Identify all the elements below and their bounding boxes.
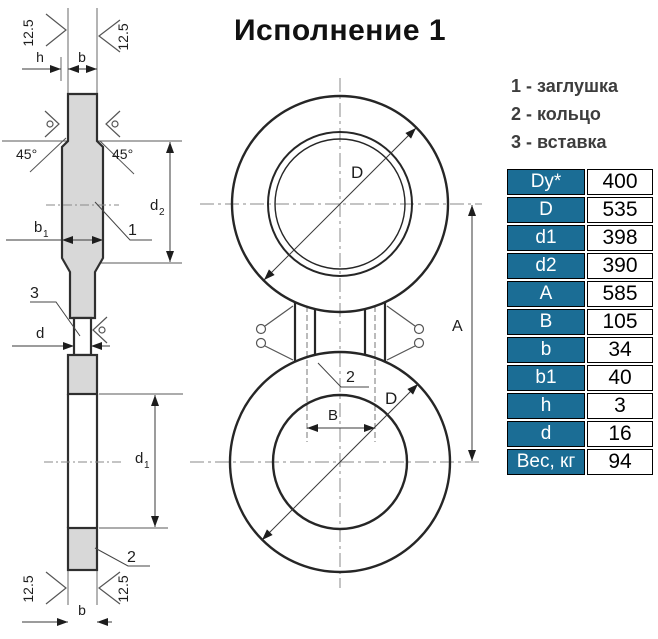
table-row: Dy*400 [507, 169, 653, 195]
side-view: 12.5 12.5 12.5 12.5 h b 45° 45° b 1 1 d … [2, 8, 183, 626]
parts-legend: 1 - заглушка 2 - кольцо 3 - вставка [511, 72, 618, 156]
roughness-circle-mark-icon [92, 316, 108, 344]
roughness-circle-icon [111, 120, 119, 128]
label-roughness-top-right: 12.5 [115, 23, 131, 50]
param-cell: h [507, 393, 585, 419]
ring-top-section [66, 353, 99, 396]
label-part2-side: 2 [127, 549, 136, 566]
chamfer-leader-left [29, 137, 67, 173]
value-cell: 105 [587, 309, 653, 335]
param-cell: A [507, 281, 585, 307]
leader-part2-front [317, 362, 369, 388]
roughness-mark-icon [45, 571, 67, 605]
param-cell: Dy* [507, 169, 585, 195]
param-cell: d [507, 421, 585, 447]
label-d1-sub: 1 [144, 460, 150, 471]
value-cell: 535 [587, 197, 653, 223]
value-cell: 94 [587, 449, 653, 475]
ring-bottom-section [66, 526, 99, 572]
label-b1-sub: 1 [43, 229, 49, 240]
label-roughness-top-left: 12.5 [20, 19, 36, 46]
front-view: D D A B 2 [190, 78, 482, 588]
label-d: d [36, 325, 44, 342]
weld-leader [386, 345, 416, 361]
label-part2-front: 2 [346, 369, 355, 386]
value-cell: 398 [587, 225, 653, 251]
label-D-bottom: D [385, 389, 397, 408]
label-d2: d [150, 197, 158, 214]
param-cell: D [507, 197, 585, 223]
leader-part1 [94, 201, 152, 241]
roughness-mark-icon [98, 19, 121, 53]
legend-item-1: 1 - заглушка [511, 76, 619, 96]
param-cell: b1 [507, 365, 585, 391]
value-cell: 40 [587, 365, 653, 391]
dim-line-D-bottom [261, 383, 419, 541]
label-roughness-bottom-right: 12.5 [115, 575, 131, 602]
roughness-mark-icon [98, 571, 121, 605]
label-b-top: b [78, 49, 86, 65]
weld-leader [264, 345, 294, 361]
leader-part3 [30, 301, 81, 337]
roughness-circle-icon [46, 120, 54, 128]
leader-part2-side [94, 547, 150, 567]
label-chamfer-left: 45° [16, 146, 37, 162]
legend-item-3: 3 - вставка [511, 132, 607, 152]
bottom-circle-outer [228, 350, 452, 574]
technical-drawing: 12.5 12.5 12.5 12.5 h b 45° 45° b 1 1 d … [2, 8, 482, 626]
value-cell: 3 [587, 393, 653, 419]
param-cell: d1 [507, 225, 585, 251]
label-h: h [36, 49, 44, 65]
weld-leader [386, 305, 416, 327]
param-cell: Вес, кг [507, 449, 585, 475]
value-cell: 585 [587, 281, 653, 307]
weld-leader [264, 305, 294, 327]
label-d1: d [135, 450, 143, 467]
dim-line-D-top [263, 127, 417, 281]
label-b1: b [34, 219, 42, 236]
legend-item-2: 2 - кольцо [511, 104, 601, 124]
param-cell: B [507, 309, 585, 335]
weld-symbol-icon [255, 323, 267, 335]
chamfer-leader-right [99, 140, 135, 175]
roughness-circle-mark-icon [105, 110, 121, 138]
value-cell: 400 [587, 169, 653, 195]
param-cell: b [507, 337, 585, 363]
label-d2-sub: 2 [159, 207, 165, 218]
label-B: B [328, 407, 338, 424]
value-cell: 16 [587, 421, 653, 447]
param-cell: d2 [507, 253, 585, 279]
roughness-mark-icon [45, 13, 67, 47]
insert-section [72, 316, 93, 357]
roughness-circle-icon [98, 326, 106, 334]
weld-symbol-icon [413, 337, 425, 349]
label-roughness-bottom-left: 12.5 [20, 575, 36, 602]
page-title: Исполнение 1 [233, 14, 447, 47]
weld-symbol-icon [413, 323, 425, 335]
value-cell: 34 [587, 337, 653, 363]
plug-section [60, 92, 105, 320]
label-part1: 1 [128, 222, 137, 239]
roughness-circle-mark-icon [44, 110, 60, 138]
value-cell: 390 [587, 253, 653, 279]
label-D-top: D [351, 163, 363, 182]
top-circle-outer [230, 94, 450, 314]
label-A: A [452, 318, 463, 335]
label-chamfer-right: 45° [112, 146, 133, 162]
label-part3: 3 [30, 285, 39, 302]
label-b-bottom: b [78, 602, 86, 618]
weld-symbol-icon [255, 337, 267, 349]
